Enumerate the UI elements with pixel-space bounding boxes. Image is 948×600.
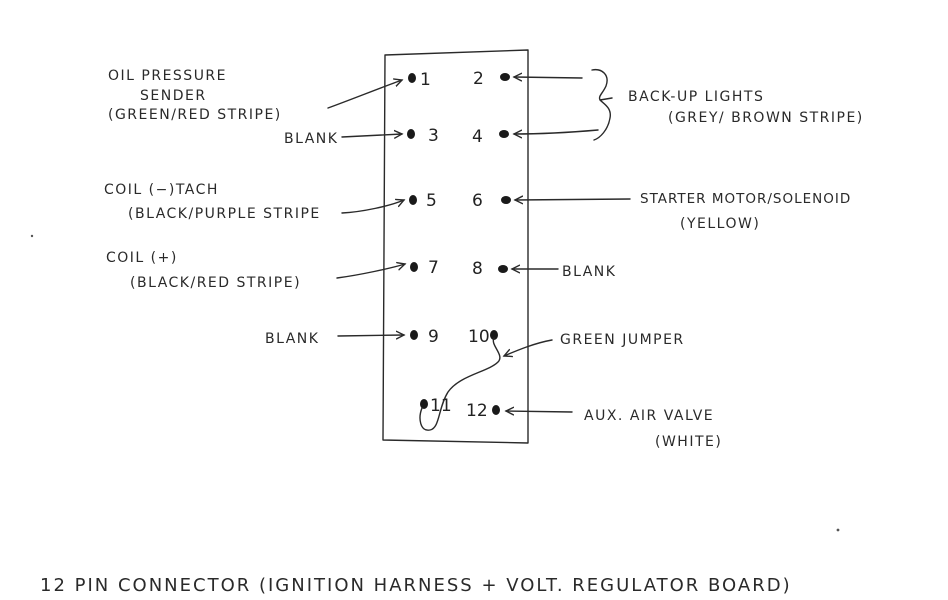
pin-7-dot (410, 262, 418, 272)
pin-8-number: 8 (472, 259, 483, 279)
pin-5-dot (409, 195, 417, 205)
green-jumper-wire (419, 337, 501, 431)
oil-pressure-label-line3: (GREEN/RED STRIPE) (108, 107, 282, 123)
diagram-caption: 12 PIN CONNECTOR (IGNITION HARNESS + VOL… (40, 575, 792, 596)
pin-2-number: 2 (473, 69, 484, 89)
pin-3-dot (407, 129, 415, 139)
pin-4-number: 4 (472, 127, 483, 147)
pin-1-number: 1 (420, 70, 431, 90)
pin-9-number: 9 (428, 327, 439, 347)
blank-label-pin-3: BLANK (284, 131, 338, 147)
coil-plus-label-line2: (BLACK/RED STRIPE) (130, 275, 301, 291)
arrow-pin-1 (327, 80, 402, 109)
blank-label-pin-8: BLANK (562, 264, 616, 280)
aux-air-valve-label-line2: (WHITE) (655, 434, 722, 450)
pin-6-dot (501, 196, 511, 204)
coil-tach-label-line1: COIL (−)TACH (104, 182, 219, 198)
backup-lights-label-line1: BACK-UP LIGHTS (628, 89, 764, 105)
coil-plus-label-line1: COIL (+) (106, 250, 178, 266)
backup-lights-label-line2: (GREY/ BROWN STRIPE) (668, 110, 864, 126)
starter-label-line1: STARTER MOTOR/SOLENOID (640, 191, 851, 207)
left-labels: OIL PRESSURE SENDER (GREEN/RED STRIPE) B… (104, 68, 338, 347)
arrow-pin-5 (341, 200, 404, 214)
pointer-arrows (327, 77, 631, 412)
pin-11-dot (420, 399, 428, 409)
pin-1-dot (408, 73, 416, 83)
stray-mark (30, 234, 34, 238)
pin-10-dot (490, 330, 498, 340)
pin-8-dot (498, 265, 508, 273)
pin-6-number: 6 (472, 191, 483, 211)
aux-air-valve-label-line1: AUX. AIR VALVE (584, 408, 714, 424)
coil-tach-label-line2: (BLACK/PURPLE STRIPE (128, 206, 321, 222)
pin-7-number: 7 (428, 258, 439, 278)
pin-2-dot (500, 73, 510, 81)
pin-dots (407, 73, 511, 415)
oil-pressure-label-line2: SENDER (140, 88, 207, 104)
right-labels: BACK-UP LIGHTS (GREY/ BROWN STRIPE) STAR… (560, 89, 864, 450)
pin-10-number: 10 (468, 327, 490, 347)
arrow-pin-3 (341, 134, 402, 137)
stray-mark (836, 528, 840, 532)
arrow-pin-2 (514, 77, 583, 78)
pin-4-dot (499, 130, 509, 138)
connector-body (382, 49, 529, 444)
green-jumper-label: GREEN JUMPER (560, 332, 685, 348)
pin-3-number: 3 (428, 126, 439, 146)
backup-lights-brace (591, 68, 613, 141)
blank-label-pin-9: BLANK (265, 331, 319, 347)
pin-12-number: 12 (466, 401, 488, 421)
arrow-pin-9 (337, 335, 404, 336)
pin-9-dot (410, 330, 418, 340)
pin-11-number: 11 (430, 396, 452, 416)
arrow-pin-12 (506, 411, 573, 412)
arrow-pin-7 (336, 264, 405, 279)
oil-pressure-label-line1: OIL PRESSURE (108, 68, 227, 84)
pin-12-dot (492, 405, 500, 415)
starter-label-line2: (YELLOW) (680, 216, 760, 232)
arrow-pin-4 (514, 129, 599, 134)
pin-numbers: 1 2 3 4 5 6 7 8 9 10 11 12 (420, 69, 490, 421)
pin-5-number: 5 (426, 191, 437, 211)
arrow-pin-6 (515, 199, 631, 200)
arrow-pin-10 (504, 339, 553, 356)
